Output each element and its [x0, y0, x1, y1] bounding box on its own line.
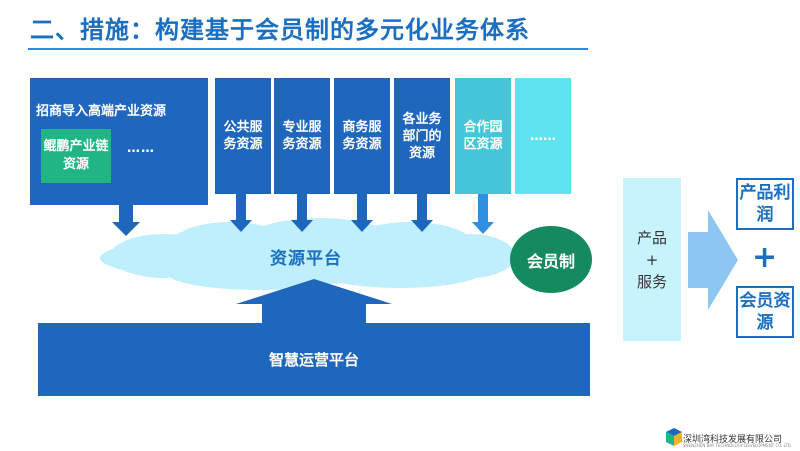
partner-park-column: 合作园区资源 [455, 78, 511, 194]
smart-operation-platform: 智慧运营平台 [38, 323, 590, 396]
company-name: 深圳湾科技发展有限公司 [683, 435, 783, 445]
member-resource-box: 会员资源 [736, 286, 794, 338]
kunpeng-resource-box: 鲲鹏产业链资源 [41, 129, 111, 183]
public-service-column: 公共服务资源 [215, 78, 271, 194]
plus-sign: + [645, 250, 659, 269]
membership-circle: 会员制 [510, 226, 592, 293]
company-name-en: SHENZHEN BAY TECHNOLOGY DEVELOPMENT CO. … [683, 443, 791, 448]
professional-service-column: 专业服务资源 [274, 78, 330, 194]
service-label: 服务 [636, 272, 667, 291]
more-column: …… [515, 78, 571, 194]
product-profit-box: 产品利润 [736, 178, 794, 230]
resource-platform-cloud [100, 218, 515, 290]
business-service-column: 商务服务资源 [334, 78, 390, 194]
department-resource-column: 各业务部门的资源 [394, 78, 450, 194]
down-arrows [112, 194, 494, 236]
up-arrow [236, 279, 392, 323]
company-logo-icon [666, 428, 682, 446]
title-underline [28, 48, 588, 50]
industry-resource-label: 招商导入高端产业资源 [36, 104, 167, 119]
product-service-panel: 产品 + 服务 [623, 178, 681, 341]
page-title: 二、措施：构建基于会员制的多元化业务体系 [30, 16, 530, 44]
right-arrow [688, 210, 738, 310]
resource-ellipsis: …… [127, 141, 155, 156]
resource-platform-label: 资源平台 [270, 249, 342, 269]
product-label: 产品 [636, 228, 667, 247]
results-plus-sign: + [752, 240, 778, 275]
